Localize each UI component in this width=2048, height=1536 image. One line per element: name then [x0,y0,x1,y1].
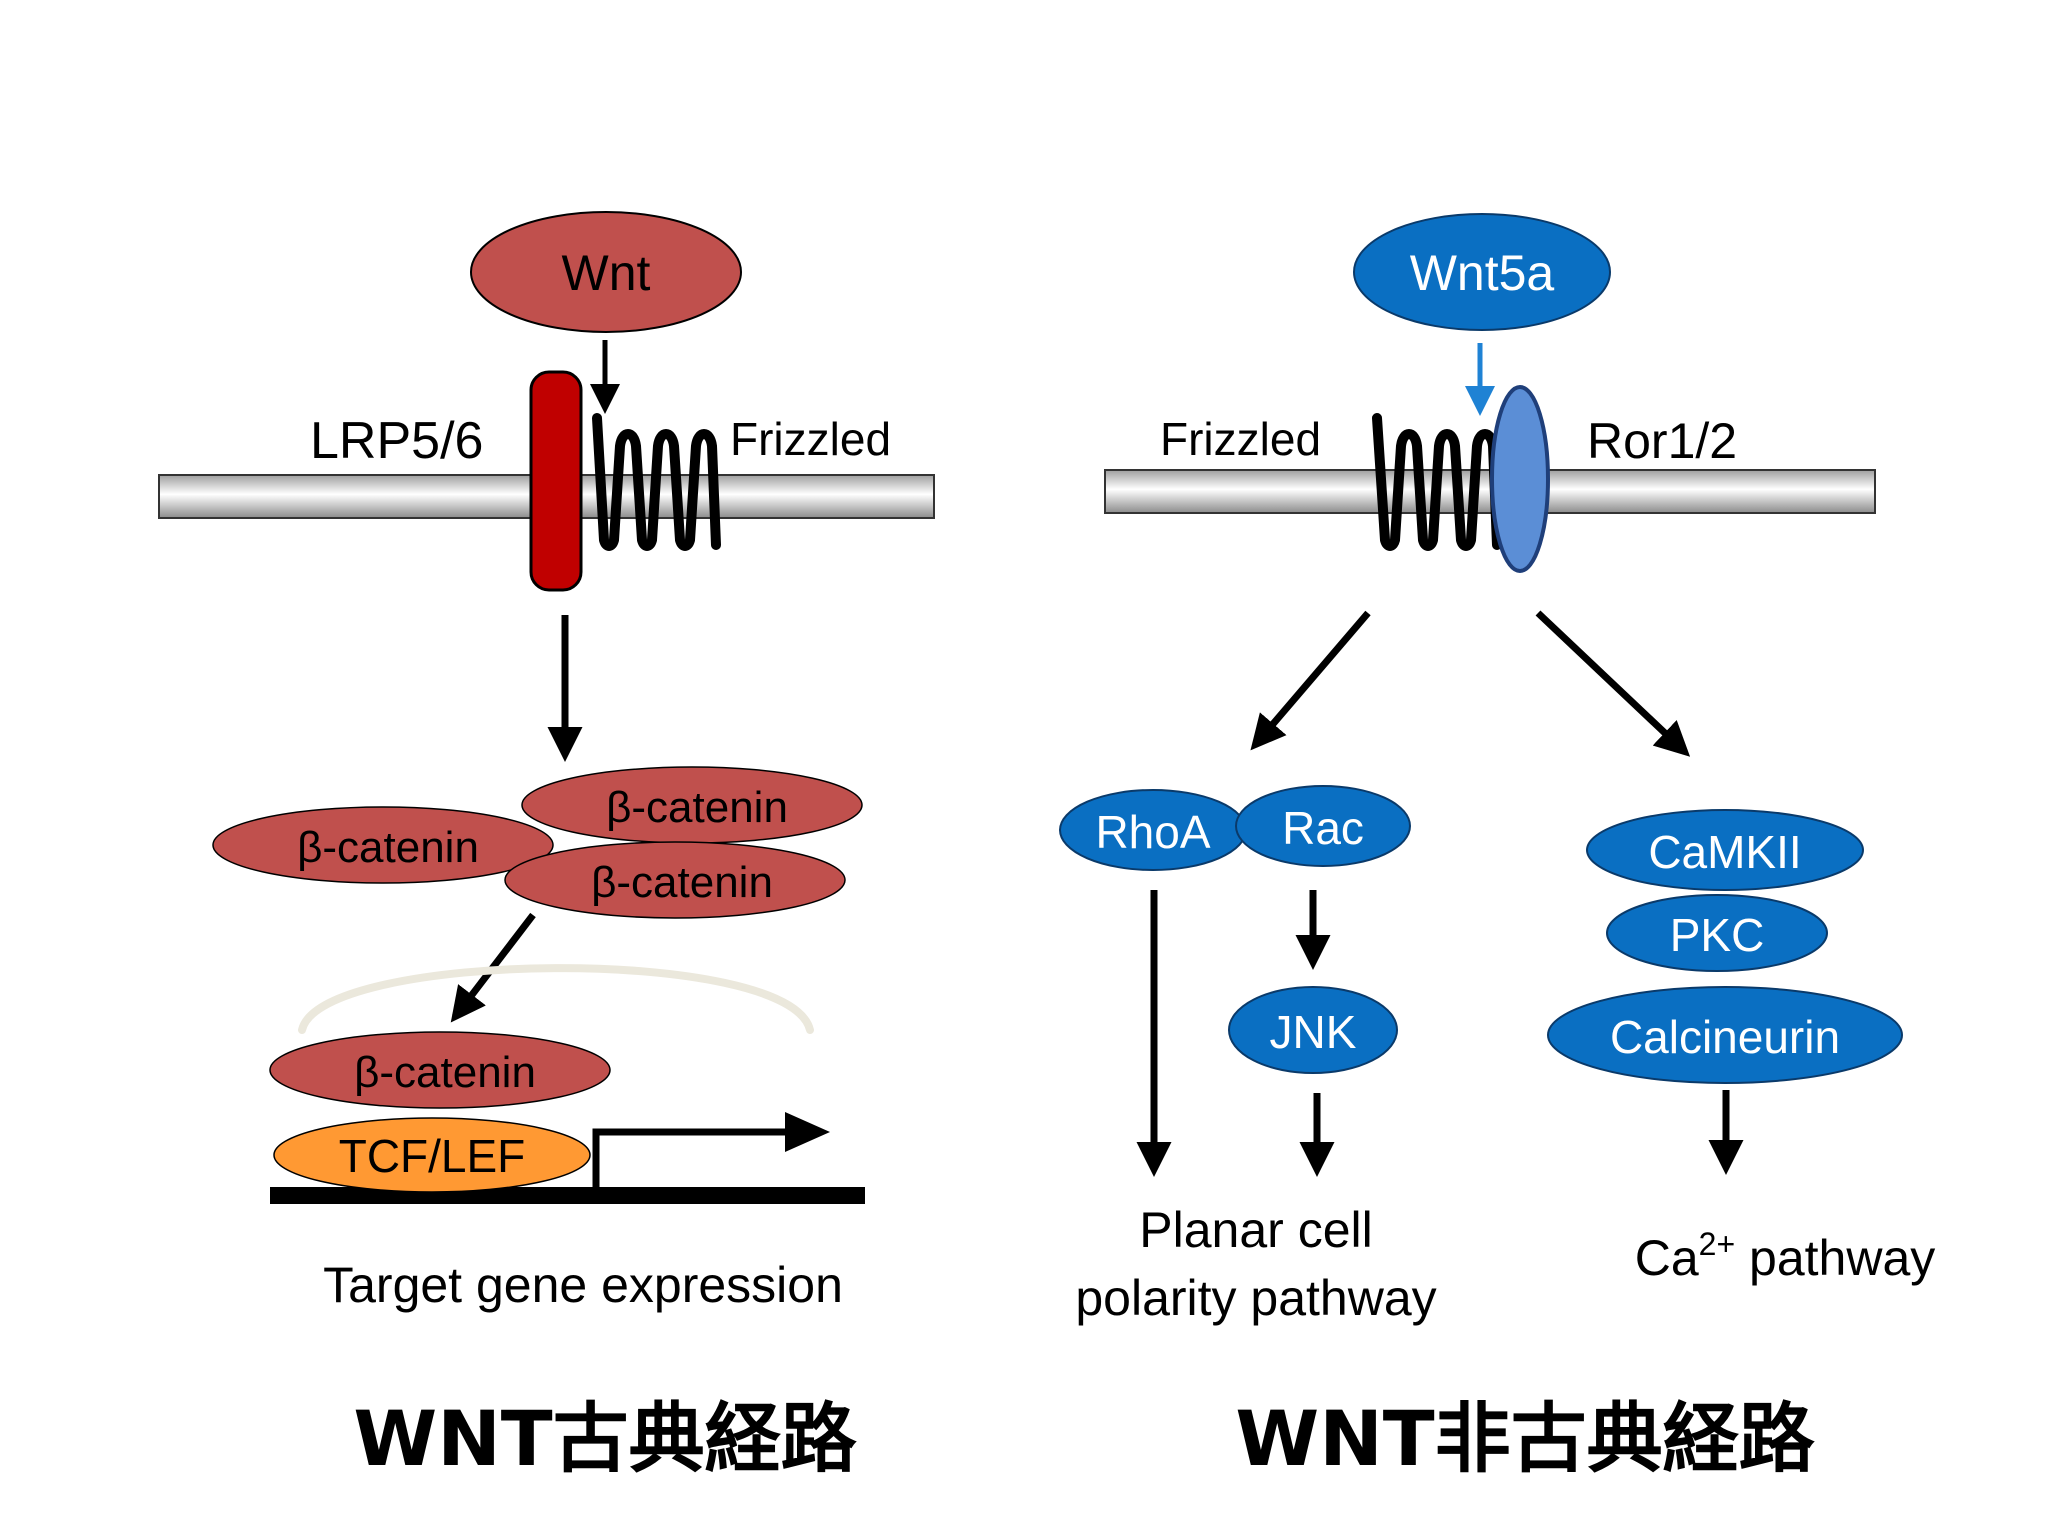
beta-catenin-3-label: β-catenin [591,858,773,907]
branch-arrow-pcp [1250,610,1371,751]
wnt-label: Wnt [562,245,651,301]
calcium-pathway-label: Ca2+ pathway [1635,1226,1936,1286]
pcp-output-line2: polarity pathway [1075,1270,1436,1326]
noncanonical-title: WNT非古典経路 [1235,1394,1815,1483]
calcium-superscript: 2+ [1699,1226,1735,1262]
canonical-title: WNT古典経路 [353,1394,857,1483]
canonical-pathway: Wnt LRP5/6 Frizzled β-catenin β-catenin … [158,211,935,1483]
calcium-prefix: Ca [1635,1230,1699,1286]
beta-catenin-1 [212,806,554,884]
beta-catenin-1-label: β-catenin [297,823,479,872]
betacatenin-to-nucleus-arrow [450,912,536,1023]
lrp56-coreceptor [529,370,583,592]
beta-catenin-3 [504,841,846,919]
jnk-node [1228,986,1398,1074]
calcineurin-node [1547,986,1903,1084]
ror12-label: Ror1/2 [1587,413,1737,469]
frizzled-receptor-left [592,413,721,551]
lrp56-label: LRP5/6 [310,412,483,470]
tcf-lef-label: TCF/LEF [339,1130,526,1182]
noncanonical-pathway: Wnt5a Frizzled Ror1/2 RhoA Rac JNK Plana… [1059,213,1936,1483]
rac-node [1235,785,1411,867]
wnt5a-label: Wnt5a [1410,245,1555,301]
target-gene-expression-label: Target gene expression [323,1257,843,1313]
tcf-lef [273,1117,591,1193]
beta-catenin-2-label: β-catenin [606,783,788,832]
ror12-coreceptor [1490,385,1550,573]
dna-strand [270,1187,865,1204]
wnt-ligand [470,211,742,333]
transcription-start-arrow [592,1128,790,1190]
rac-label: Rac [1282,802,1364,854]
nuclear-beta-catenin-label: β-catenin [354,1048,536,1097]
frizzled-label-right: Frizzled [1160,413,1321,465]
jnk-label: JNK [1270,1006,1357,1058]
nuclear-beta-catenin [269,1031,611,1109]
wnt5a-ligand [1353,213,1611,331]
pcp-output-line1: Planar cell [1139,1202,1372,1258]
pkc-node [1606,894,1828,972]
camkii-node [1586,809,1864,891]
branch-arrow-calcium [1535,610,1691,757]
frizzled-label-left: Frizzled [730,413,891,465]
frizzled-receptor-right [1372,413,1502,551]
transcription-arrowhead [785,1112,830,1152]
camkii-label: CaMKII [1648,826,1801,878]
nuclear-envelope [298,964,814,1034]
pkc-label: PKC [1670,909,1765,961]
calcium-suffix: pathway [1735,1230,1935,1286]
calcineurin-label: Calcineurin [1610,1011,1840,1063]
rhoa-label: RhoA [1095,806,1210,858]
